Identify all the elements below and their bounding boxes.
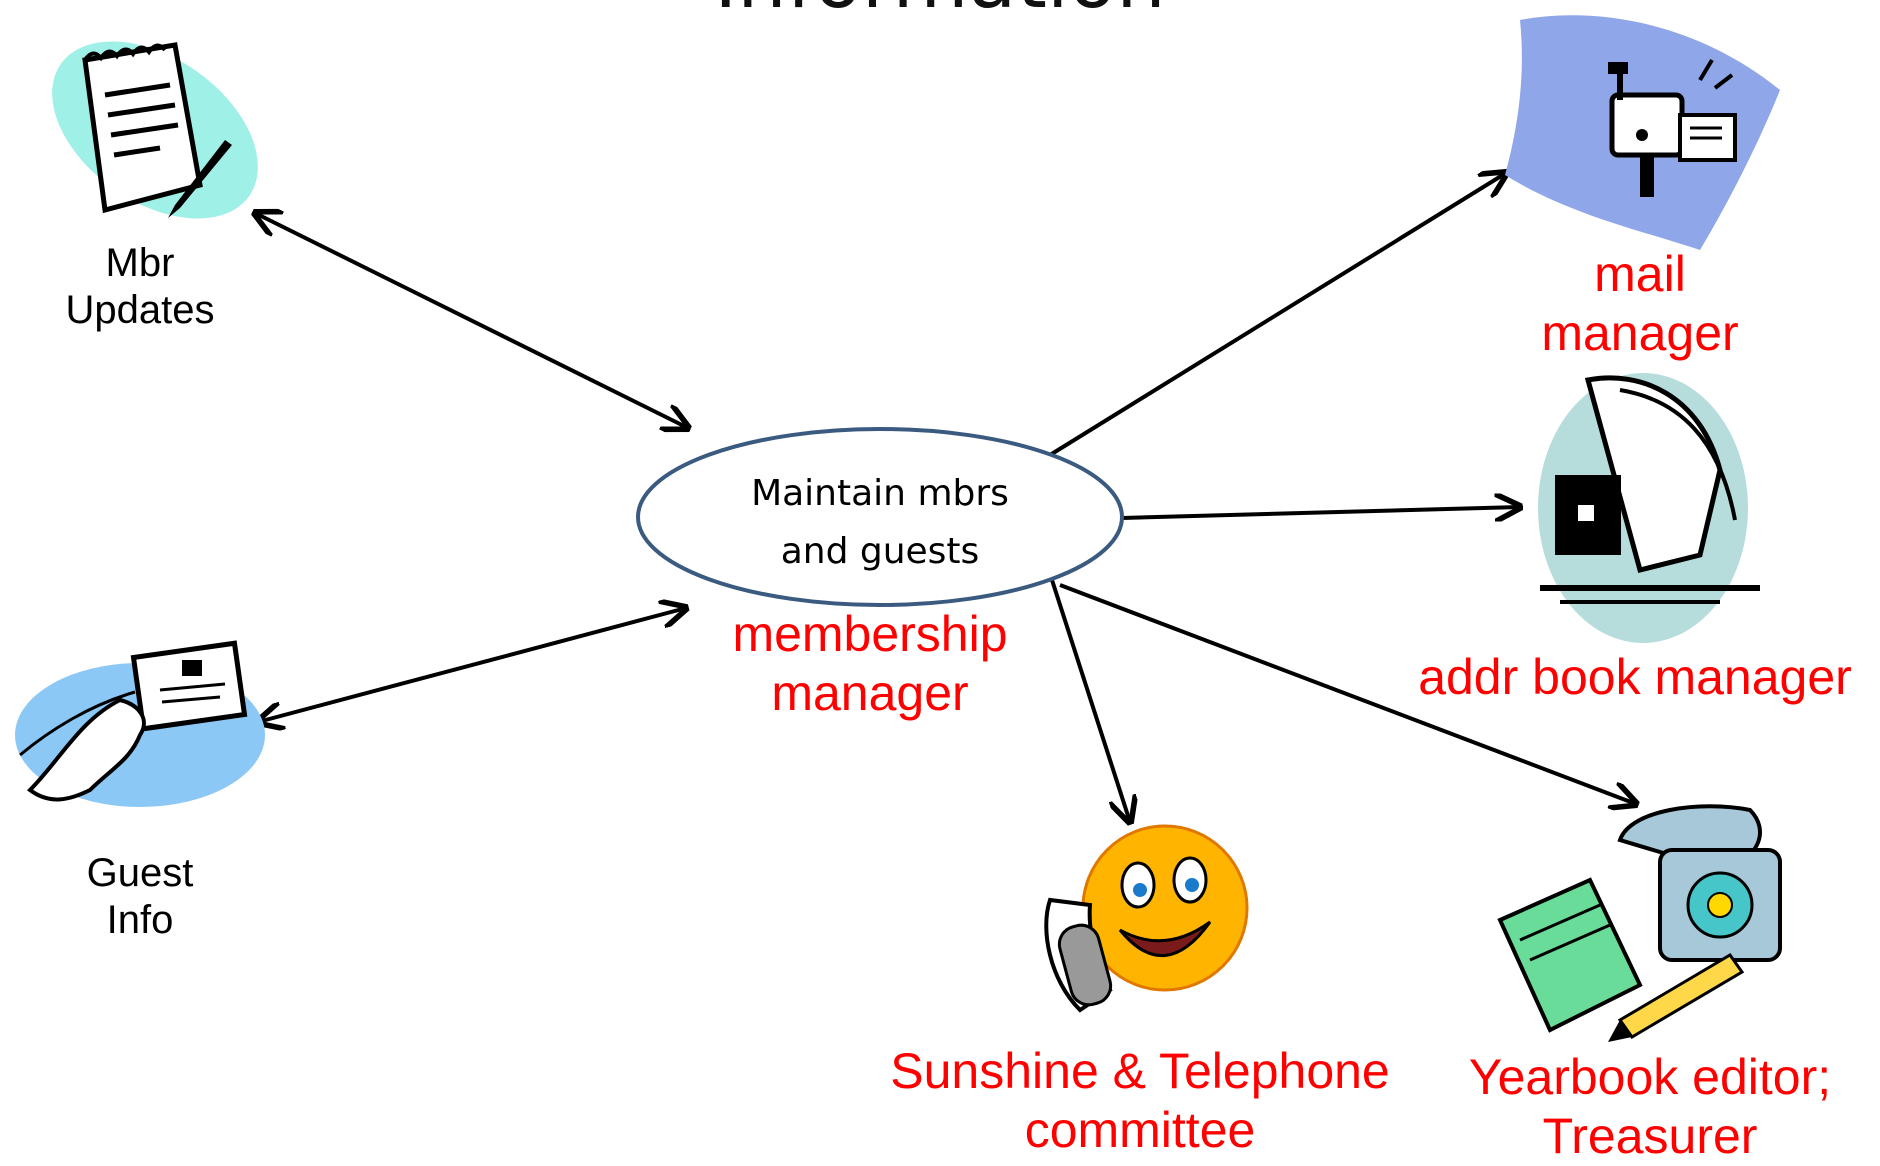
guest-info-label: Guest Info	[86, 851, 194, 943]
process-node-line-1: Maintain mbrs	[751, 473, 1009, 514]
notepad-icon	[52, 41, 258, 219]
arrow-yearbook	[1059, 583, 1636, 804]
addr-book-manager-label: addr book manager	[1418, 649, 1852, 705]
phone-notebook-icon	[1497, 804, 1782, 1042]
arrow-mbr-updates	[255, 213, 688, 428]
id-card-icon	[15, 640, 265, 807]
mailbox-icon	[1505, 15, 1780, 251]
process-node	[636, 427, 1124, 607]
arrow-guest-info	[258, 608, 686, 722]
smiley-phone-icon	[1044, 824, 1249, 1013]
arrow-mail-manager	[1048, 173, 1506, 457]
process-node-text: Maintain mbrs and guests	[640, 465, 1120, 580]
arrow-sunshine	[1050, 579, 1130, 822]
membership-manager-label: membership manager	[732, 606, 1008, 721]
yearbook-treasurer-label: Yearbook editor; Treasurer	[1468, 1049, 1832, 1164]
address-book-icon	[1538, 373, 1760, 643]
mbr-updates-label: Mbr Updates	[65, 241, 215, 333]
process-node-line-2: and guests	[780, 530, 980, 572]
sunshine-committee-label: Sunshine & Telephone committee	[890, 1043, 1390, 1158]
page-title: Information	[0, 0, 1880, 20]
arrow-addr-book	[1121, 507, 1520, 518]
mail-manager-label: mail manager	[1541, 246, 1739, 361]
